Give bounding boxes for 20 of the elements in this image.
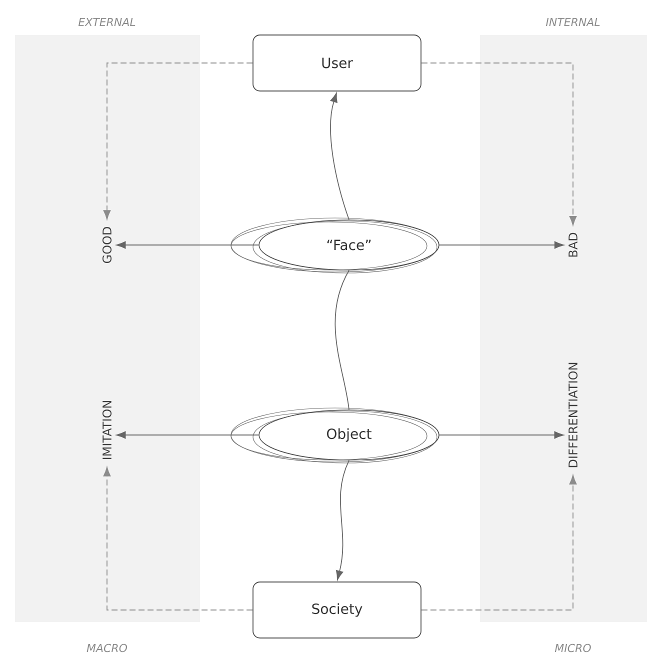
axis-label: DIFFERENTIATION [568,362,578,468]
arrow [116,431,260,439]
arrow [438,431,564,439]
arrow [103,62,253,220]
arrow [103,466,253,610]
region-label: MACRO [86,644,128,652]
arrow [421,474,577,610]
arrow [421,62,577,226]
axis-label: GOOD [102,227,112,264]
arrow [116,241,260,249]
arrow [330,92,350,220]
region-label: MICRO [554,644,591,652]
arrow [336,460,350,580]
axis-label: IMITATION [102,400,112,460]
region-label: INTERNAL [546,18,600,26]
process-box: Society [252,582,422,638]
region-label: EXTERNAL [78,18,136,26]
process-box: User [252,34,422,92]
axis-label: BAD [568,232,578,257]
arrow [438,241,564,249]
